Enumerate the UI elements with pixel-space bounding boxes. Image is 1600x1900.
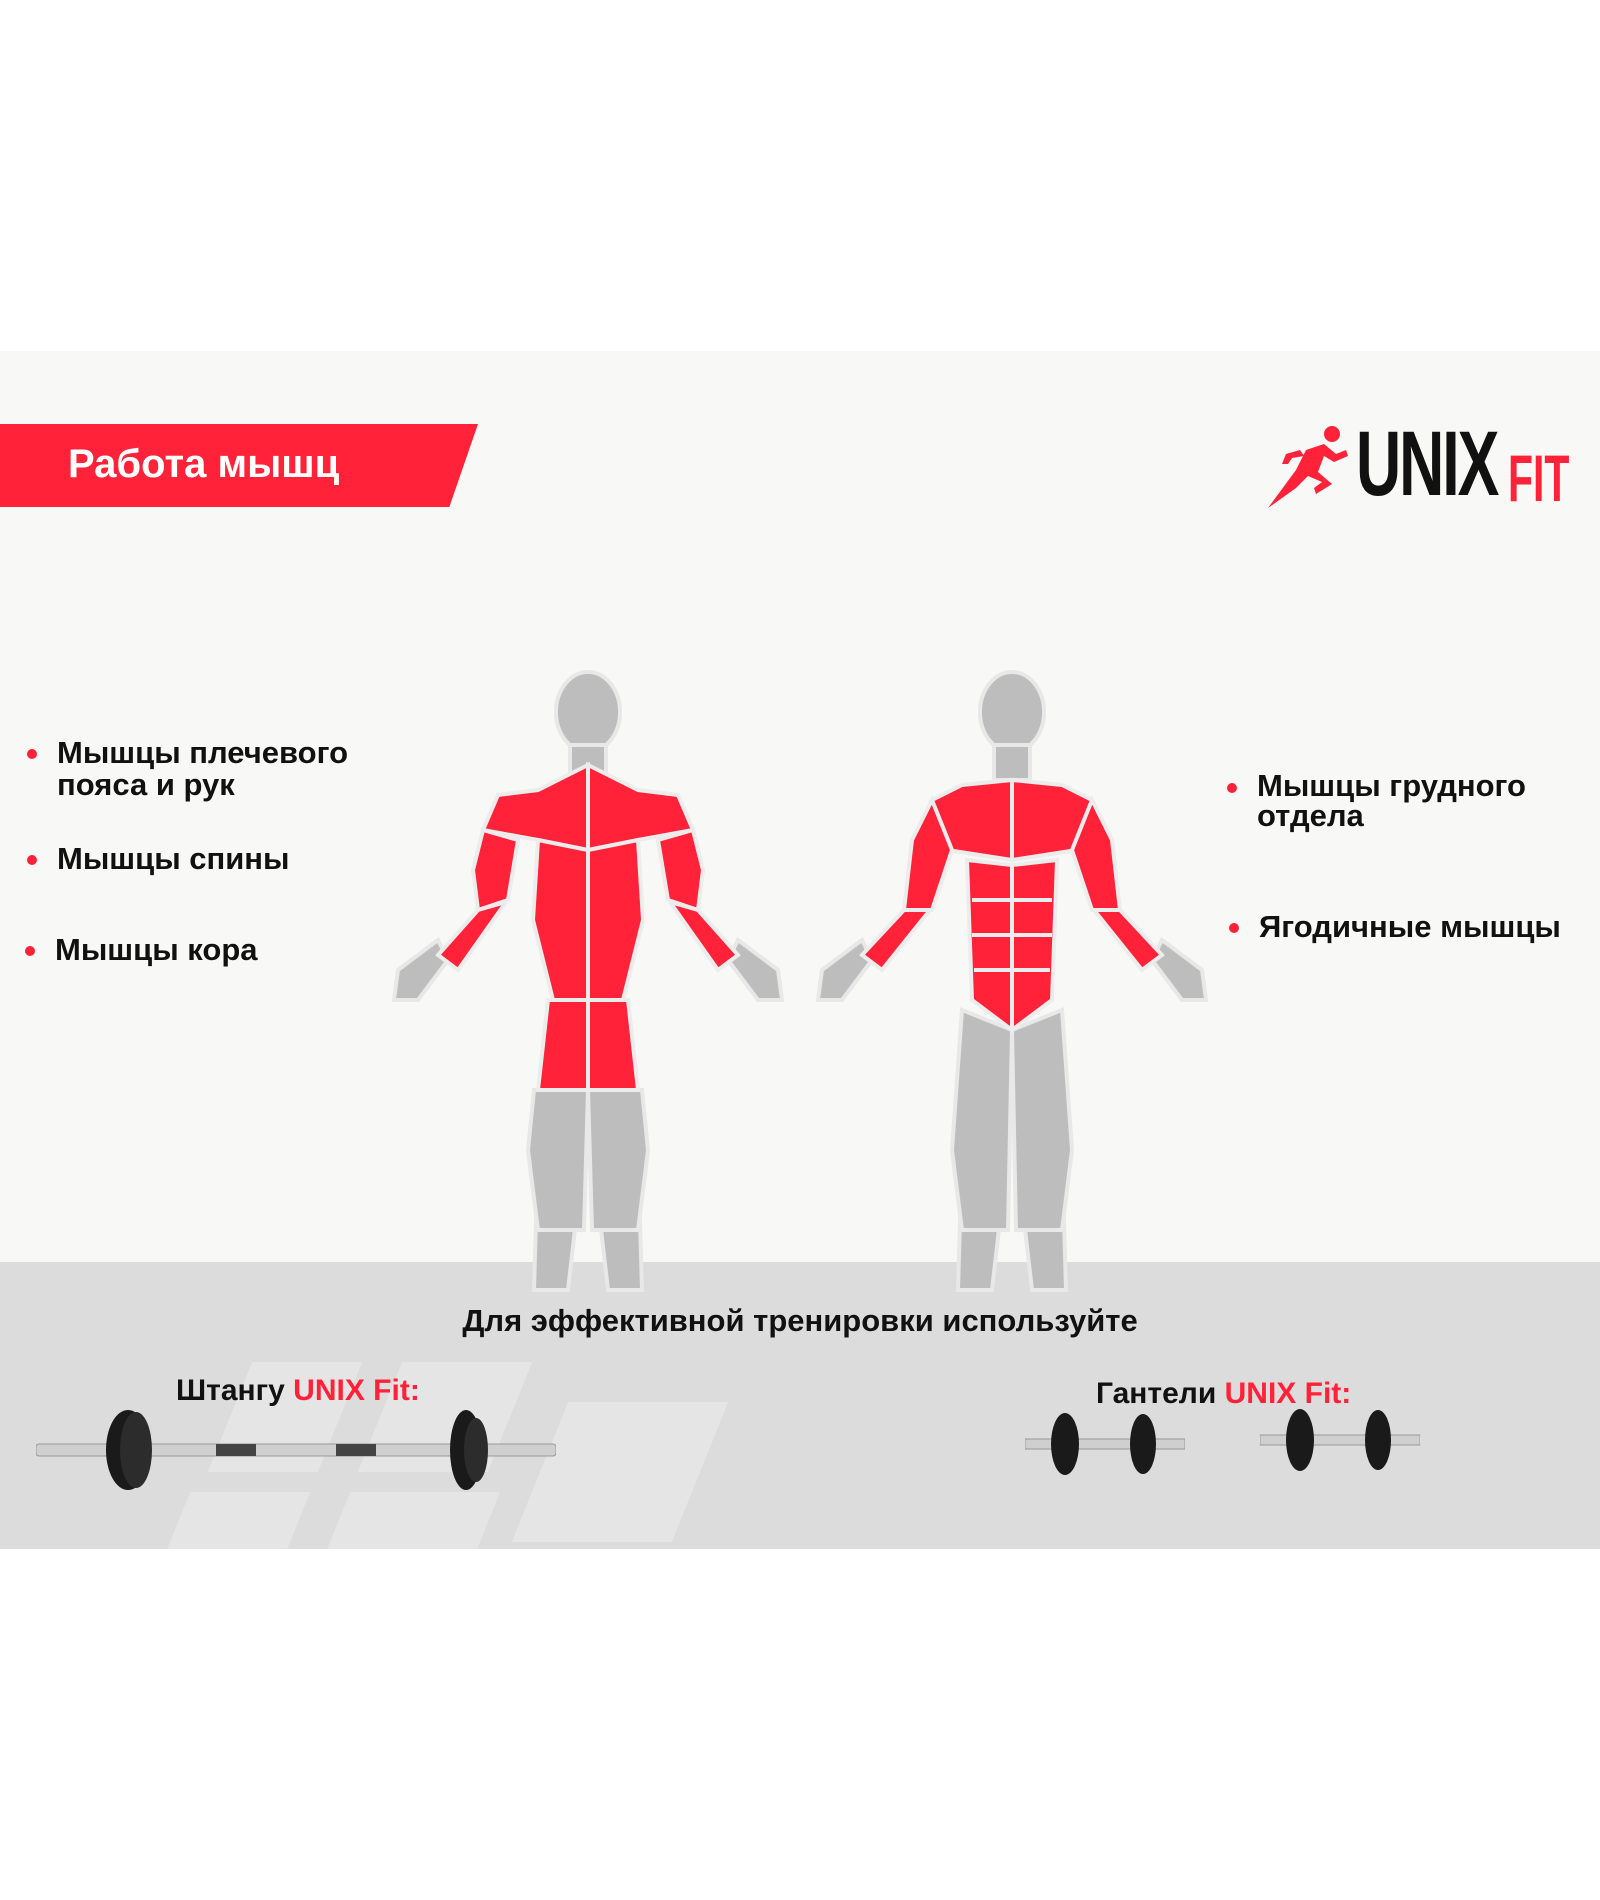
- barbell-brand-text: UNIX Fit:: [293, 1374, 420, 1407]
- barbell-image: [36, 1410, 556, 1490]
- runner-icon: [1268, 426, 1348, 508]
- list-item-text: Мышцы спины: [57, 841, 290, 876]
- section-title-banner: Работа мышц: [0, 424, 478, 507]
- list-item-text: Мышцы плечевого: [57, 735, 349, 770]
- dumbbell-label-text: Гантели: [1096, 1377, 1217, 1410]
- barbell-label: Штангу UNIX Fit:: [176, 1374, 420, 1408]
- left-list-item: Мышцы спины: [27, 841, 290, 876]
- barbell-label-text: Штангу: [176, 1374, 285, 1407]
- dumbbell-image: [1260, 1409, 1420, 1471]
- bullet-icon: [25, 946, 35, 956]
- dumbbell-label: Гантели UNIX Fit:: [1096, 1377, 1351, 1411]
- front-body-figure: [815, 670, 1209, 1292]
- left-list-item: Мышцы кора: [25, 932, 258, 967]
- list-item-text: Мышцы грудного: [1257, 768, 1526, 803]
- list-item-text: Мышцы кора: [55, 932, 258, 967]
- dumbbell-brand-text: UNIX Fit:: [1224, 1377, 1352, 1410]
- bullet-icon: [1227, 783, 1237, 793]
- dumbbell-image: [1025, 1413, 1185, 1475]
- left-list-item: Мышцы плечевого пояса и рук: [27, 735, 349, 802]
- right-list-item: Ягодичные мышцы: [1229, 909, 1561, 944]
- logo-main-text: UNIX: [1356, 413, 1499, 515]
- list-item-text: отдела: [1257, 798, 1364, 833]
- bullet-icon: [27, 855, 37, 865]
- footer-caption: Для эффективной тренировки используйте: [462, 1303, 1138, 1338]
- logo-sub-text: FIT: [1508, 441, 1570, 515]
- back-body-figure: [391, 670, 785, 1292]
- footer-band: [0, 1262, 1600, 1549]
- right-list-item: Мышцы грудного отдела: [1227, 768, 1526, 833]
- bullet-icon: [1229, 923, 1239, 933]
- bullet-icon: [27, 749, 37, 759]
- list-item-text: Ягодичные мышцы: [1259, 909, 1561, 944]
- unixfit-logo: UNIX FIT: [1266, 414, 1586, 515]
- section-title: Работа мышц: [68, 442, 340, 486]
- list-item-text: пояса и рук: [57, 767, 235, 802]
